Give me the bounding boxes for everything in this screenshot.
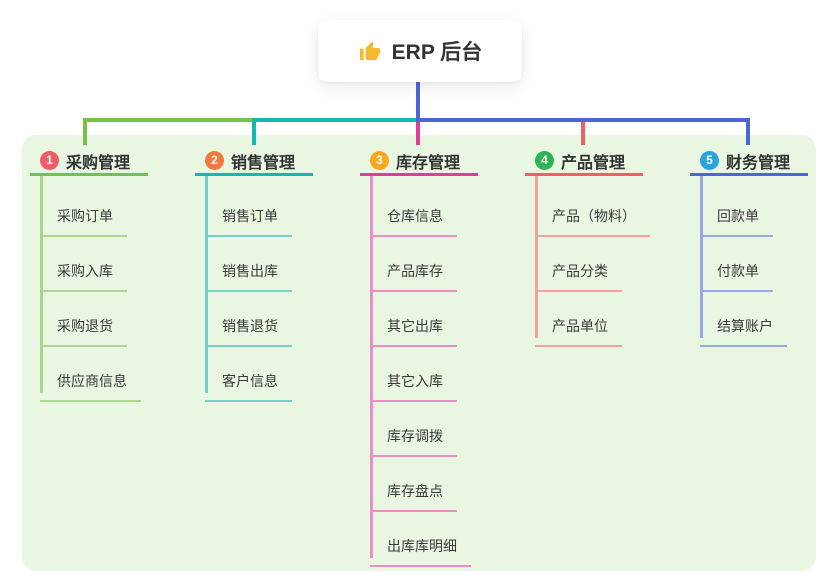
- child-node[interactable]: 销售退货: [205, 300, 292, 347]
- child-node[interactable]: 产品分类: [535, 245, 622, 292]
- branch-title-label: 财务管理: [726, 154, 791, 172]
- thumbs-up-icon: [359, 41, 380, 60]
- branch: 5 财务管理 回款单付款单结算账户: [690, 148, 808, 347]
- child-node[interactable]: 库存盘点: [370, 465, 457, 512]
- child-node[interactable]: 其它出库: [370, 300, 457, 347]
- child-node-label: 出库库明细: [387, 538, 457, 554]
- child-node-label: 产品（物料）: [552, 208, 636, 224]
- child-node-label: 采购入库: [57, 263, 113, 279]
- child-node-label: 其它出库: [387, 318, 443, 334]
- child-node[interactable]: 销售出库: [205, 245, 292, 292]
- root-node-label: ERP 后台: [391, 41, 483, 64]
- branch-trunk-line: [205, 176, 208, 393]
- child-node-label: 产品分类: [552, 263, 608, 279]
- branch-number-badge: 4: [535, 151, 554, 170]
- branch-trunk-line: [535, 176, 538, 338]
- child-node[interactable]: 采购订单: [40, 190, 127, 237]
- child-node[interactable]: 产品单位: [535, 300, 622, 347]
- child-node[interactable]: 采购入库: [40, 245, 127, 292]
- branch-title-node[interactable]: 2 销售管理: [195, 148, 313, 176]
- child-node-label: 库存盘点: [387, 483, 443, 499]
- child-node-label: 结算账户: [717, 318, 773, 334]
- branch: 2 销售管理 销售订单销售出库销售退货客户信息: [195, 148, 313, 402]
- child-node[interactable]: 采购退货: [40, 300, 127, 347]
- child-node[interactable]: 回款单: [700, 190, 773, 237]
- child-node-label: 供应商信息: [57, 373, 127, 389]
- branch-title-node[interactable]: 4 产品管理: [525, 148, 643, 176]
- child-node-label: 销售订单: [222, 208, 278, 224]
- child-node[interactable]: 仓库信息: [370, 190, 457, 237]
- connector-drop-line: [746, 118, 750, 145]
- child-node-label: 销售出库: [222, 263, 278, 279]
- branch-number-badge: 5: [700, 151, 719, 170]
- connector-drop-line: [252, 118, 256, 145]
- child-node[interactable]: 结算账户: [700, 300, 787, 347]
- child-node[interactable]: 付款单: [700, 245, 773, 292]
- branch-trunk-line: [700, 176, 703, 338]
- branch-trunk-line: [40, 176, 43, 393]
- branch-title-node[interactable]: 5 财务管理: [690, 148, 808, 176]
- branch-title-node[interactable]: 3 库存管理: [360, 148, 478, 176]
- child-node[interactable]: 产品（物料）: [535, 190, 650, 237]
- connector-drop-line: [581, 118, 585, 145]
- branch-number-badge: 3: [370, 151, 389, 170]
- child-node-label: 销售退货: [222, 318, 278, 334]
- connector-segment-mid: [252, 118, 416, 122]
- connector-segment-right: [416, 118, 750, 122]
- child-node-label: 回款单: [717, 208, 759, 224]
- child-node-label: 客户信息: [222, 373, 278, 389]
- child-node-label: 库存调拨: [387, 428, 443, 444]
- child-node[interactable]: 出库库明细: [370, 520, 471, 567]
- branch-number-badge: 2: [205, 151, 224, 170]
- connector-drop-line: [416, 118, 420, 145]
- connector-segment-left: [83, 118, 252, 122]
- child-node-label: 其它入库: [387, 373, 443, 389]
- child-node[interactable]: 产品库存: [370, 245, 457, 292]
- child-node[interactable]: 库存调拨: [370, 410, 457, 457]
- child-node[interactable]: 供应商信息: [40, 355, 141, 402]
- child-node-label: 仓库信息: [387, 208, 443, 224]
- branch-title-node[interactable]: 1 采购管理: [30, 148, 148, 176]
- branch-title-label: 销售管理: [231, 154, 296, 172]
- branches-background-panel: [22, 135, 816, 571]
- branch-title-label: 采购管理: [66, 154, 131, 172]
- branch: 3 库存管理 仓库信息产品库存其它出库其它入库库存调拨库存盘点出库库明细: [360, 148, 478, 567]
- child-node-label: 采购退货: [57, 318, 113, 334]
- child-node-label: 产品库存: [387, 263, 443, 279]
- branch-trunk-line: [370, 176, 373, 558]
- branch: 1 采购管理 采购订单采购入库采购退货供应商信息: [30, 148, 148, 402]
- root-node[interactable]: ERP 后台: [318, 20, 522, 82]
- branch: 4 产品管理 产品（物料） 产品分类产品单位: [525, 148, 650, 347]
- root-connector-stem: [416, 82, 420, 122]
- connector-drop-line: [83, 118, 87, 145]
- child-node-label: 产品单位: [552, 318, 608, 334]
- child-node-label: 付款单: [717, 263, 759, 279]
- child-node[interactable]: 客户信息: [205, 355, 292, 402]
- child-node[interactable]: 销售订单: [205, 190, 292, 237]
- child-node-label: 采购订单: [57, 208, 113, 224]
- branch-title-label: 产品管理: [561, 154, 626, 172]
- branch-title-label: 库存管理: [396, 154, 461, 172]
- branch-number-badge: 1: [40, 151, 59, 170]
- child-node[interactable]: 其它入库: [370, 355, 457, 402]
